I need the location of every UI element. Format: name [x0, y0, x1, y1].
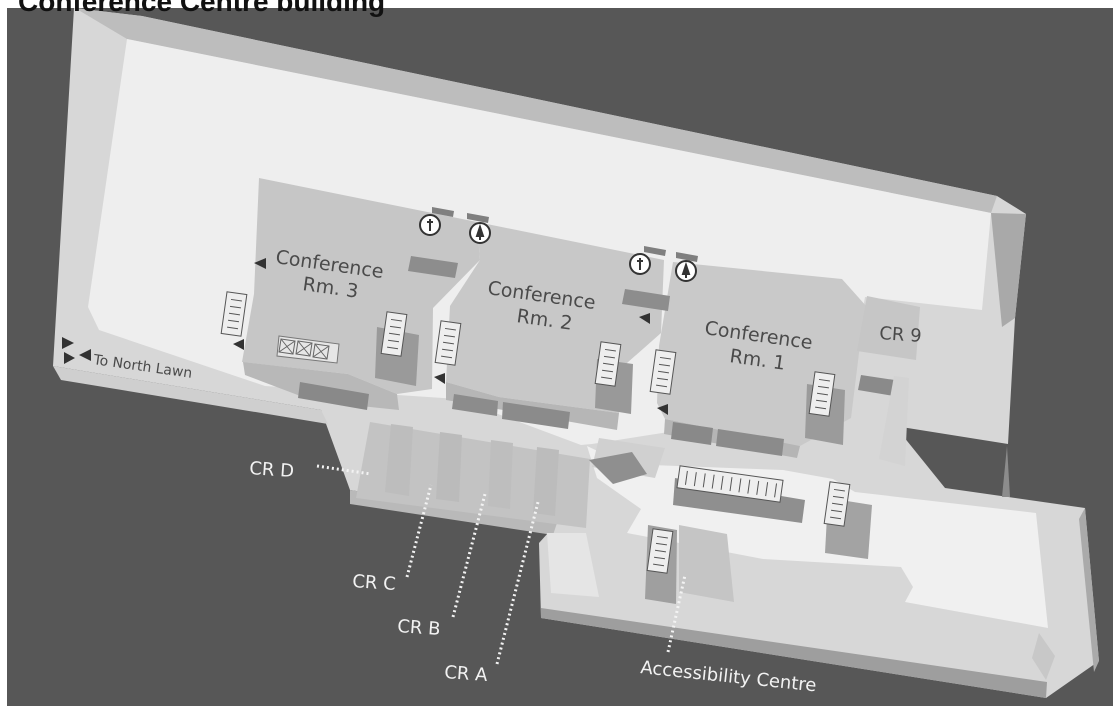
exit-arrow-icons [62, 258, 668, 415]
exit-arrow-icon [434, 373, 445, 384]
stairs-icon [646, 528, 674, 574]
exit-arrow-icon [639, 313, 650, 324]
cr-c-label: CR C [352, 571, 397, 595]
stairs-icon [434, 320, 462, 366]
accessibility-leader [666, 574, 687, 653]
cr-c-leader [405, 484, 433, 578]
cr-d-label: CR D [249, 458, 295, 482]
floor-plan-drawing: Conference Rm. 3 Conference Rm. 2 Confer… [53, 8, 1099, 698]
stairs-icon [808, 371, 836, 417]
cr-b-label: CR B [397, 616, 442, 640]
stairs-icons [220, 291, 851, 574]
page-title: Conference Centre building [18, 0, 386, 17]
cr-b-leader [451, 493, 487, 618]
accessibility-room [679, 525, 734, 602]
restroom-icons [419, 207, 698, 282]
floor-map[interactable]: Conference Rm. 3 Conference Rm. 2 Confer… [7, 8, 1113, 706]
exit-arrow-icon [62, 337, 75, 364]
accessibility-centre-label: Accessibility Centre [639, 657, 817, 696]
stairs-icon [676, 465, 784, 503]
small-rooms-block [356, 422, 590, 528]
cr9-label: CR 9 [879, 323, 923, 347]
women-restroom-icon [675, 252, 698, 282]
men-restroom-icon [629, 246, 666, 275]
men-restroom-icon [419, 207, 454, 236]
wall-shadows [298, 256, 1010, 604]
stairs-icon [649, 349, 677, 395]
cr-a-label: CR A [444, 662, 489, 686]
stairs-icon [823, 481, 851, 527]
exit-arrow-icon [79, 349, 91, 361]
stairs-icon [594, 341, 622, 387]
cr9-room [857, 296, 920, 360]
stairs-icon [220, 291, 248, 337]
exit-arrow-icon [657, 404, 668, 415]
cr-d-leader [316, 464, 372, 476]
exit-arrow-icon [254, 258, 266, 269]
exit-arrow-icon [233, 339, 244, 350]
stairs-icon [380, 311, 408, 357]
women-restroom-icon [467, 213, 491, 244]
